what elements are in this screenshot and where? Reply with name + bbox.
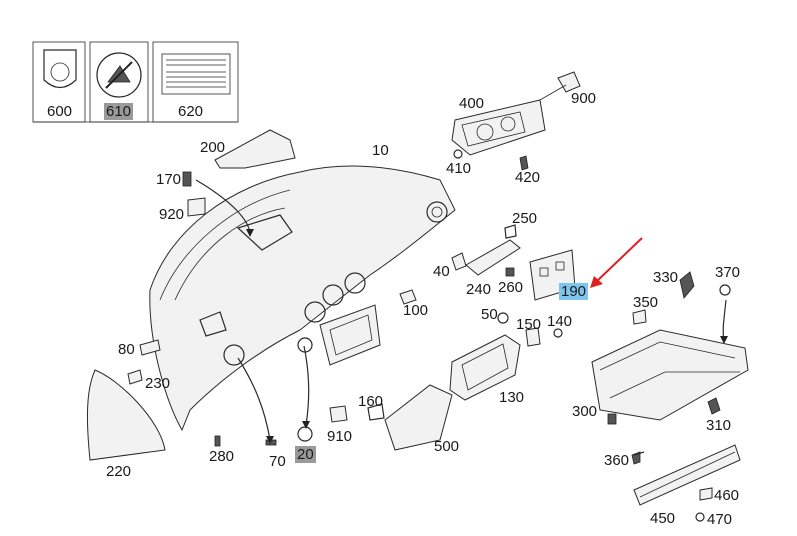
label-500: 500	[434, 438, 460, 455]
label-130: 130	[499, 389, 525, 406]
label-250: 250	[512, 210, 538, 227]
label-280: 280	[209, 448, 235, 465]
label-panels	[32, 41, 239, 123]
label-20[interactable]: 20	[295, 446, 316, 463]
label-40: 40	[433, 263, 450, 280]
label-150: 150	[516, 316, 542, 333]
trim-200-shape	[214, 129, 296, 169]
label-220: 220	[106, 463, 132, 480]
dashboard-body	[149, 165, 456, 432]
label-70: 70	[269, 453, 286, 470]
label-160: 160	[358, 393, 384, 410]
label-10: 10	[372, 142, 389, 159]
instrument-cluster	[451, 99, 546, 156]
label-200: 200	[200, 139, 226, 156]
glovebox-300	[591, 329, 749, 421]
label-310: 310	[706, 417, 732, 434]
label-450: 450	[650, 510, 676, 527]
label-300: 300	[572, 403, 598, 420]
sticker-620-icon	[161, 53, 231, 95]
label-600: 600	[47, 103, 73, 120]
label-80: 80	[118, 341, 135, 358]
label-920: 920	[159, 206, 185, 223]
display-frame-130	[449, 334, 521, 401]
part-900-shape	[557, 71, 581, 93]
sticker-610-icon	[96, 52, 142, 98]
label-420: 420	[515, 169, 541, 186]
label-610[interactable]: 610	[104, 103, 134, 120]
side-cover-220	[86, 369, 166, 461]
label-260: 260	[498, 279, 524, 296]
pointer-arrow	[595, 237, 643, 283]
label-360: 360	[604, 452, 630, 469]
label-460: 460	[714, 487, 740, 504]
label-910: 910	[327, 428, 353, 445]
label-230: 230	[145, 375, 171, 392]
label-330: 330	[653, 269, 679, 286]
sticker-600-icon	[43, 49, 77, 89]
label-900: 900	[571, 90, 597, 107]
label-370: 370	[715, 264, 741, 281]
part-500-shape	[384, 384, 453, 451]
label-620: 620	[178, 103, 204, 120]
label-240: 240	[466, 281, 492, 298]
bracket-240-shape	[465, 239, 521, 276]
label-350: 350	[633, 294, 659, 311]
label-170: 170	[156, 171, 182, 188]
label-50: 50	[481, 306, 498, 323]
label-470: 470	[707, 511, 733, 528]
label-410: 410	[446, 160, 472, 177]
label-400: 400	[459, 95, 485, 112]
label-100: 100	[403, 302, 429, 319]
label-190[interactable]: 190	[559, 283, 589, 300]
label-140: 140	[547, 313, 573, 330]
